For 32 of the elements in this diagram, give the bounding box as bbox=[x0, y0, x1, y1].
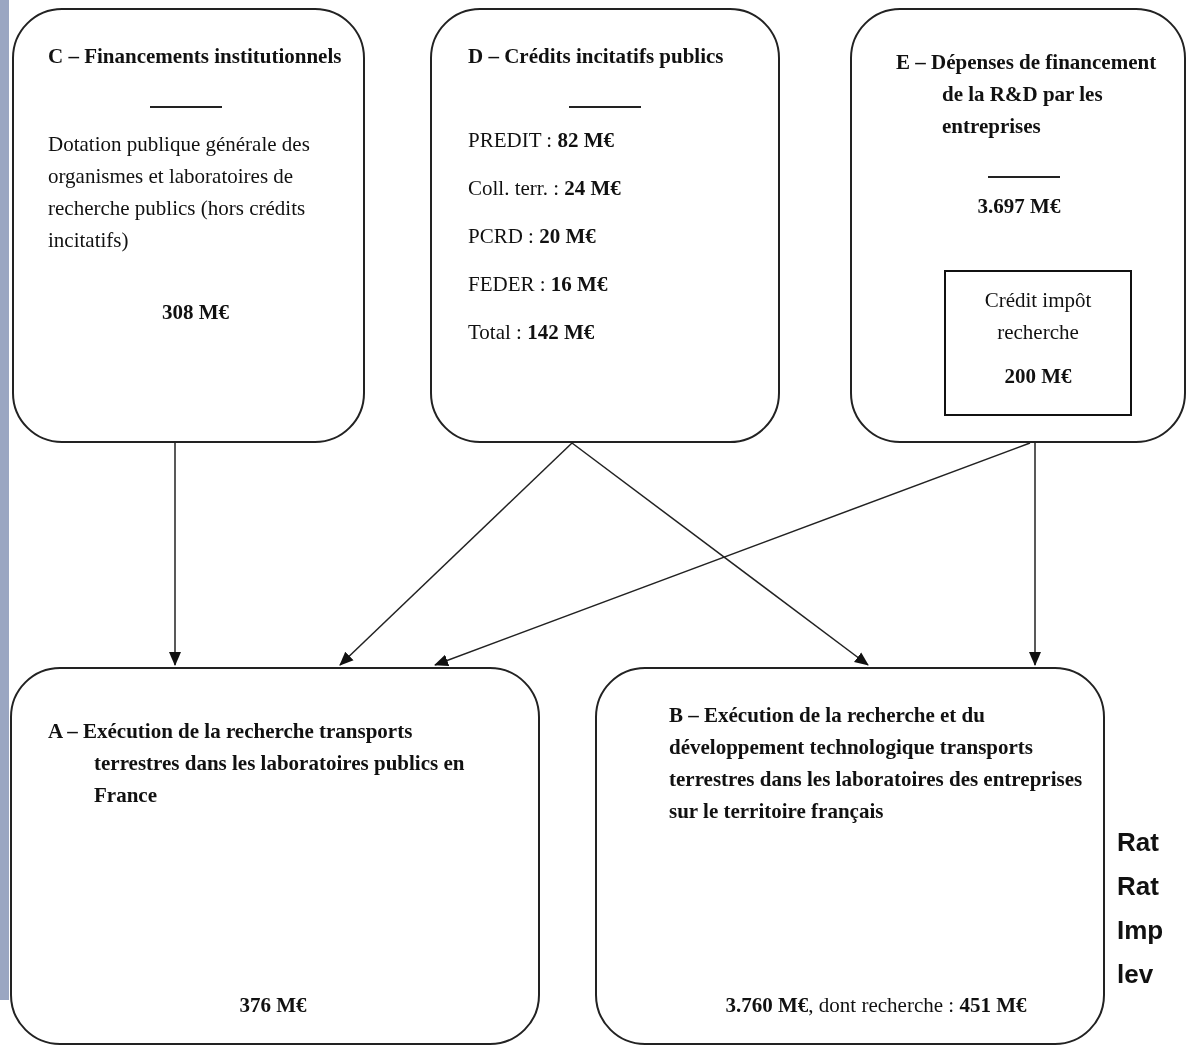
rounded-box bbox=[595, 667, 1105, 1045]
arrow bbox=[339, 442, 573, 666]
box-text: FEDER : 16 M€ bbox=[468, 271, 609, 298]
side-text: Rat bbox=[1117, 870, 1160, 903]
box-text: 3.760 M€, dont recherche : 451 M€ bbox=[724, 992, 1028, 1019]
rounded-box bbox=[12, 8, 365, 443]
rounded-box bbox=[10, 667, 540, 1045]
box-text: 3.697 M€ bbox=[976, 193, 1062, 220]
box-text: 200 M€ bbox=[1003, 363, 1073, 390]
box-text: Total : 142 M€ bbox=[468, 319, 596, 346]
side-text: lev bbox=[1117, 958, 1155, 991]
rounded-box bbox=[850, 8, 1186, 443]
rounded-box bbox=[430, 8, 780, 443]
side-text: Rat bbox=[1117, 826, 1160, 859]
box-heading: A – Exécution de la recherche transports terrestres dans les laboratoires publics en France bbox=[48, 718, 466, 809]
arrow bbox=[169, 442, 181, 666]
box-heading: E – Dépenses de financement de la R&D par les entreprises bbox=[896, 49, 1158, 140]
side-text: Imp bbox=[1117, 914, 1164, 947]
box-heading: D – Crédits incitatifs publics bbox=[468, 43, 725, 70]
arrow bbox=[1029, 442, 1041, 666]
box-heading: B – Exécution de la recherche et du développement technologique transports terrestres dans les laboratoires des entreprises sur le territoire français bbox=[669, 702, 1083, 825]
inner-box bbox=[944, 270, 1132, 416]
box-heading: C – Financements institutionnels bbox=[48, 43, 343, 70]
box-text: Coll. terr. : 24 M€ bbox=[468, 175, 622, 202]
box-text: 376 M€ bbox=[238, 992, 308, 1019]
box-text: PREDIT : 82 M€ bbox=[468, 127, 616, 154]
arrow bbox=[571, 442, 869, 666]
box-text: Dotation publique générale des organismes et laboratoires de recherche publics (hors crédits incitatifs) bbox=[48, 131, 311, 254]
box-text: 308 M€ bbox=[160, 299, 231, 326]
box-heading: Crédit impôt recherche bbox=[983, 287, 1093, 346]
arrow bbox=[434, 442, 1031, 667]
box-text: PCRD : 20 M€ bbox=[468, 223, 597, 250]
